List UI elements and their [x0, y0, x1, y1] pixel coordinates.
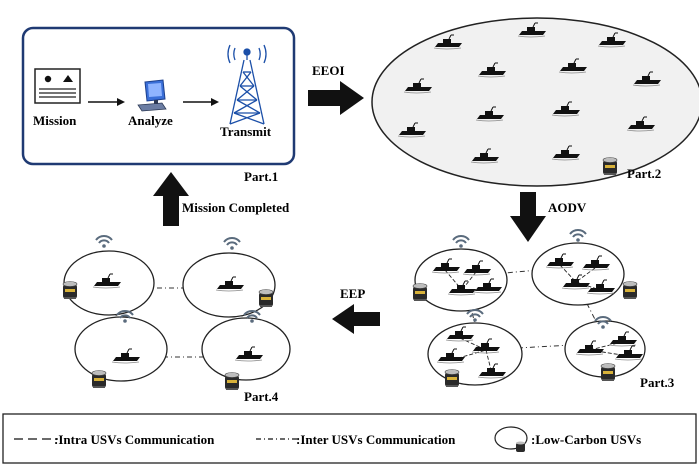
- eep-label: EEP: [340, 286, 365, 301]
- flow-arrow-2: [183, 98, 219, 106]
- eep-arrow: [332, 304, 380, 334]
- legend: :Intra USVs Communication :Inter USVs Co…: [2, 413, 697, 464]
- aodv-arrow: [510, 192, 546, 242]
- part3-label: Part.3: [640, 375, 675, 390]
- step-analyze-label: Analyze: [128, 113, 173, 128]
- part2-label: Part.2: [627, 166, 661, 181]
- mission-completed-arrow: [153, 172, 189, 226]
- tower-icon: [227, 44, 267, 125]
- eeoi-arrow: [308, 81, 364, 115]
- flow-arrow-1: [88, 98, 125, 106]
- legend-low-carbon-icon: [494, 426, 528, 452]
- step-mission-label: Mission: [33, 113, 77, 128]
- computer-icon: [137, 79, 167, 112]
- legend-low-carbon-label: :Low-Carbon USVs: [531, 432, 641, 447]
- part2-cluster: [371, 17, 699, 187]
- part1-label: Part.1: [244, 169, 278, 184]
- part4-label: Part.4: [244, 389, 279, 404]
- part4-clusters: [62, 235, 291, 391]
- step-transmit-label: Transmit: [220, 124, 272, 139]
- part3-clusters: [412, 229, 646, 388]
- legend-intra-label: :Intra USVs Communication: [54, 432, 215, 447]
- legend-inter-label: :Inter USVs Communication: [296, 432, 456, 447]
- mission-completed-label: Mission Completed: [182, 200, 290, 215]
- eeoi-label: EEOI: [312, 63, 345, 78]
- usv-robot-icon: [602, 157, 618, 176]
- part1-panel: Mission Analyze: [21, 26, 296, 166]
- document-icon: [34, 68, 81, 104]
- aodv-label: AODV: [548, 200, 587, 215]
